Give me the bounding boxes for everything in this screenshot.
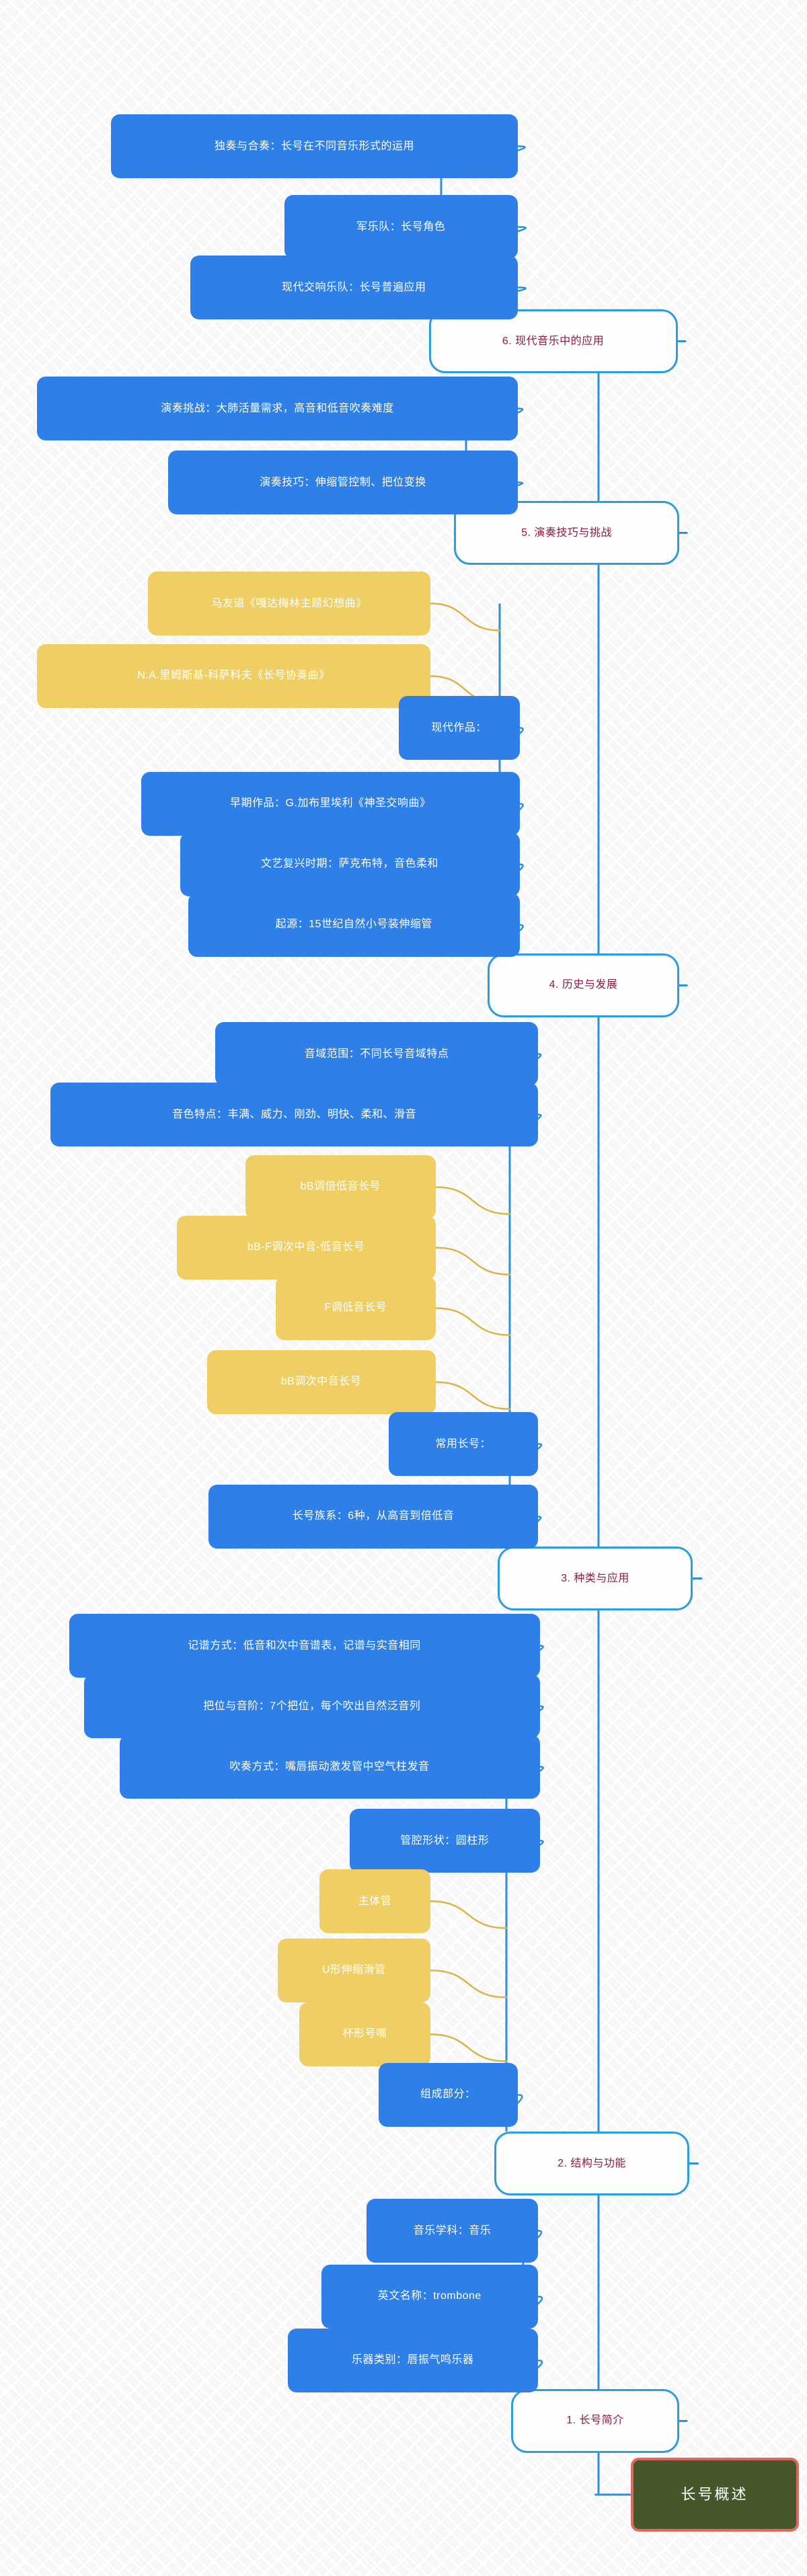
branch-node-b2[interactable]: 2. 结构与功能 [494, 2132, 689, 2195]
leaf-node-yellow-b3-5[interactable]: bB调次中音长号 [206, 1350, 436, 1414]
leaf-node-blue-b6-1[interactable]: 军乐队：长号角色 [284, 195, 518, 259]
leaf-node-blue-b6-0[interactable]: 独奏与合奏：长号在不同音乐形式的运用 [111, 114, 518, 178]
leaf-node-blue-b4-5[interactable]: 起源：15世纪自然小号装伸缩管 [188, 892, 520, 957]
leaf-node-blue-b4-3[interactable]: 早期作品：G.加布里埃利《神圣交响曲》 [141, 771, 520, 836]
leaf-node-yellow-b2-4[interactable]: 主体管 [319, 1869, 430, 1933]
leaf-node-blue-b3-1[interactable]: 音色特点：丰满、威力、刚劲、明快、柔和、滑音 [50, 1083, 538, 1146]
leaf-node-blue-b4-4[interactable]: 文艺复兴时期：萨克布特，音色柔和 [180, 832, 520, 896]
leaf-node-blue-b2-0[interactable]: 记谱方式：低音和次中音谱表，记谱与实音相同 [69, 1614, 540, 1678]
leaf-node-blue-b2-1[interactable]: 把位与音阶：7个把位，每个吹出自然泛音列 [84, 1674, 540, 1738]
branch-node-b1[interactable]: 1. 长号简介 [511, 2388, 679, 2453]
branch-node-b5[interactable]: 5. 演奏技巧与挑战 [454, 501, 679, 565]
leaf-node-blue-b6-2[interactable]: 现代交响乐队：长号普遍应用 [190, 256, 518, 319]
leaf-node-blue-b5-1[interactable]: 演奏技巧：伸缩管控制、把位变换 [168, 451, 518, 514]
root-node[interactable]: 长号概述 [630, 2458, 799, 2532]
leaf-node-blue-b1-1[interactable]: 英文名称：trombone [321, 2264, 538, 2329]
leaf-node-blue-b3-6[interactable]: 常用长号： [388, 1412, 538, 1476]
branch-node-b4[interactable]: 4. 历史与发展 [488, 953, 679, 1017]
leaf-node-yellow-b4-1[interactable]: N.A.里姆斯基-科萨科夫《长号协奏曲》 [37, 643, 430, 708]
branch-node-b6[interactable]: 6. 现代音乐中的应用 [428, 309, 678, 373]
leaf-node-yellow-b3-3[interactable]: bB-F调次中音-低音长号 [176, 1215, 436, 1280]
leaf-node-blue-b4-2[interactable]: 现代作品： [398, 696, 520, 760]
leaf-node-yellow-b3-4[interactable]: F调低音长号 [276, 1276, 436, 1340]
leaf-node-yellow-b4-0[interactable]: 马友道《嘎达梅林主题幻想曲》 [148, 572, 430, 635]
leaf-node-blue-b2-2[interactable]: 吹奏方式：嘴唇振动激发管中空气柱发音 [119, 1735, 540, 1799]
leaf-node-blue-b1-2[interactable]: 乐器类别：唇振气鸣乐器 [287, 2328, 538, 2392]
leaf-node-blue-b3-0[interactable]: 音域范围：不同长号音域特点 [215, 1022, 538, 1086]
leaf-node-yellow-b3-2[interactable]: bB调倍低音长号 [245, 1155, 436, 1219]
leaf-node-blue-b2-3[interactable]: 管腔形状：圆柱形 [350, 1809, 540, 1873]
leaf-node-blue-b5-0[interactable]: 演奏挑战：大肺活量需求，高音和低音吹奏难度 [37, 377, 518, 440]
leaf-node-yellow-b2-5[interactable]: U形伸缩滑管 [277, 1938, 430, 2002]
leaf-node-yellow-b2-6[interactable]: 杯形号嘴 [299, 2002, 430, 2066]
branch-node-b3[interactable]: 3. 种类与应用 [498, 1547, 693, 1610]
leaf-node-blue-b2-7[interactable]: 组成部分： [378, 2062, 518, 2127]
leaf-node-blue-b3-7[interactable]: 长号族系：6种，从高音到倍低音 [208, 1484, 538, 1549]
leaf-node-blue-b1-0[interactable]: 音乐学科：音乐 [367, 2199, 538, 2263]
